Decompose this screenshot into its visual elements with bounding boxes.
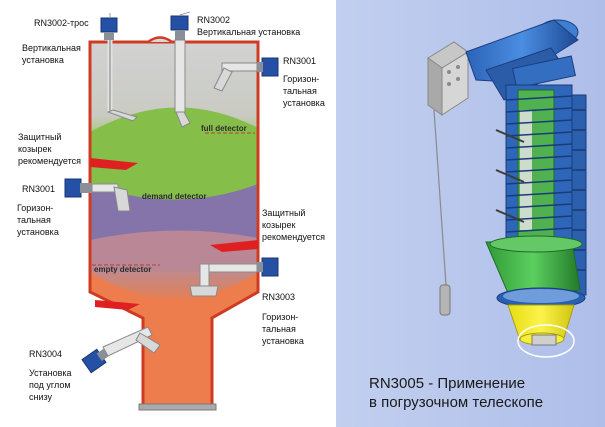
rn3002-rope-sensor [100,17,138,122]
silo-diagram-panel: RN3002-трос Вертикальная установка RN300… [17,11,325,411]
label-rn3002-rope: RN3002-трос [34,18,89,28]
rn3001-middle-sensor [64,178,131,212]
label-rn3002: RN3002 [197,15,231,25]
loading-telescope-panel: RN3005 - Применение в погрузочном телеск… [336,0,605,427]
silo-illustration [64,11,279,411]
label-horizontal-install-lower: Горизон- тальная установка [262,312,304,346]
mauve-material-layer [90,230,258,270]
rn3001-top-sensor [213,57,279,92]
rn3002-vertical-sensor [170,15,191,128]
outlet-ring [496,287,586,309]
protective-hood-left [90,158,138,170]
label-vertical-install-right: Вертикальная установка [197,27,301,37]
green-material-layer [90,107,258,200]
full-detector-label: full detector [201,124,247,133]
control-box [427,41,469,316]
label-vertical-install-left: Вертикальная установка [22,43,81,65]
green-cone [485,235,583,301]
empty-detector-label: empty detector [94,265,152,274]
label-protective-hood-right: Защитный козырек рекомендуется [262,208,325,242]
protective-hood-lower [95,300,140,310]
rn3005-sensor-highlight [517,324,575,358]
label-angled-install: Установка под углом снизу [29,368,72,402]
label-rn3001-top: RN3001 [283,56,317,66]
label-protective-hood-left: Защитный козырек рекомендуется [18,132,81,166]
silo-body [88,36,260,411]
rn3005-caption: RN3005 - Применение в погрузочном телеск… [369,375,544,411]
demand-detector-label: demand detector [142,192,207,201]
label-horizontal-install-middle: Горизон- тальная установка [17,203,59,237]
rn3004-angled-sensor [81,326,161,374]
rn3003-sensor [189,257,279,297]
loading-telescope-illustration [427,19,587,358]
label-horizontal-install-top: Горизон- тальная установка [283,74,325,108]
label-rn3003: RN3003 [262,292,296,302]
label-rn3001-middle: RN3001 [22,184,56,194]
label-rn3004: RN3004 [29,349,63,359]
protective-hood-right [210,240,258,252]
